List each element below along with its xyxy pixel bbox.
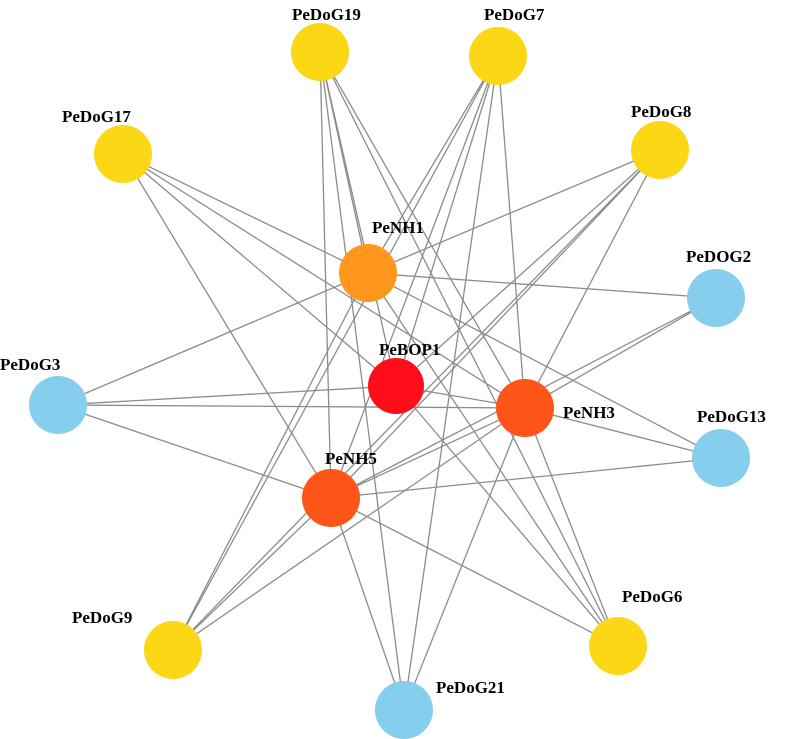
node-penh1	[339, 244, 397, 302]
edge-pedog8-penh3	[524, 149, 661, 409]
edge-penh1-pedog13	[367, 272, 722, 459]
node-label-pedog17: PeDoG17	[62, 107, 131, 126]
node-penh3	[496, 379, 554, 437]
node-label-penh1: PeNH1	[372, 218, 424, 237]
node-pedog19	[291, 23, 349, 81]
edge-pedog7-penh5	[330, 55, 499, 499]
node-label-pedog6: PeDoG6	[622, 587, 682, 606]
node-label-penh3: PeNH3	[563, 403, 615, 422]
node-label-pedog2: PeDOG2	[686, 247, 751, 266]
edge-pedog7-pedog21	[403, 55, 499, 711]
edge-pedog19-pedog21	[319, 51, 405, 711]
edge-pedog19-penh5	[319, 51, 332, 499]
edge-pedog8-pebop1	[395, 149, 661, 387]
edges-layer	[57, 51, 722, 711]
node-label-pedog9: PeDoG9	[72, 608, 132, 627]
edge-penh3-pedog6	[524, 407, 619, 647]
nodes-layer	[29, 23, 750, 739]
node-penh5	[302, 469, 360, 527]
edge-pedog8-penh5	[330, 149, 661, 499]
edge-pedog7-penh1	[367, 55, 499, 274]
edge-pedog7-pebop1	[395, 55, 499, 387]
node-pedog17	[94, 125, 152, 183]
edge-pedog19-penh3	[319, 51, 526, 409]
edge-pedog13-penh5	[330, 457, 722, 499]
edge-pedog3-penh5	[57, 404, 332, 499]
node-label-pedog19: PeDoG19	[292, 5, 361, 24]
edge-penh1-pedog2	[367, 272, 717, 299]
edge-penh3-pedog9	[172, 407, 526, 651]
node-pedog8	[631, 121, 689, 179]
node-label-pedog8: PeDoG8	[631, 102, 691, 121]
node-pedog3	[29, 376, 87, 434]
edge-pedog7-penh3	[497, 55, 526, 409]
edge-penh5-pedog6	[330, 497, 619, 647]
edge-pedog3-penh3	[57, 404, 526, 409]
edge-pedog17-penh1	[122, 153, 369, 274]
node-pedog13	[692, 429, 750, 487]
edge-pedog3-pebop1	[57, 385, 397, 406]
node-label-pedog21: PeDoG21	[436, 678, 505, 697]
edge-penh1-pedog3	[57, 272, 369, 406]
edge-pedog19-pedog6	[319, 51, 619, 647]
node-pedog6	[589, 617, 647, 675]
edge-penh1-pedog6	[367, 272, 619, 647]
node-label-pedog13: PeDoG13	[697, 407, 766, 426]
edge-pedog19-pebop1	[319, 51, 397, 387]
edge-penh5-pedog9	[172, 497, 332, 651]
node-pedog7	[469, 27, 527, 85]
node-pedog21	[375, 681, 433, 739]
edge-pedog8-penh1	[367, 149, 661, 274]
edge-penh1-pedog9	[172, 272, 369, 651]
edge-pedog17-pebop1	[122, 153, 397, 387]
edge-pebop1-pedog6	[395, 385, 619, 647]
edge-penh3-pedog21	[403, 407, 526, 711]
edge-pedog17-penh5	[122, 153, 332, 499]
node-pedog2	[687, 269, 745, 327]
node-label-pedog3: PeDoG3	[0, 355, 60, 374]
node-label-penh5: PeNH5	[325, 449, 377, 468]
edge-pedog2-penh3	[524, 297, 717, 409]
node-pebop1	[368, 358, 424, 414]
edge-penh3-penh5	[330, 407, 526, 499]
edge-pedog17-penh3	[122, 153, 526, 409]
node-label-pebop1: PeBOP1	[379, 340, 440, 359]
node-pedog9	[144, 621, 202, 679]
edge-penh3-pedog13	[524, 407, 722, 459]
edge-pedog7-pedog9	[172, 55, 499, 651]
edge-penh5-pedog21	[330, 497, 405, 711]
node-label-pedog7: PeDoG7	[484, 5, 545, 24]
